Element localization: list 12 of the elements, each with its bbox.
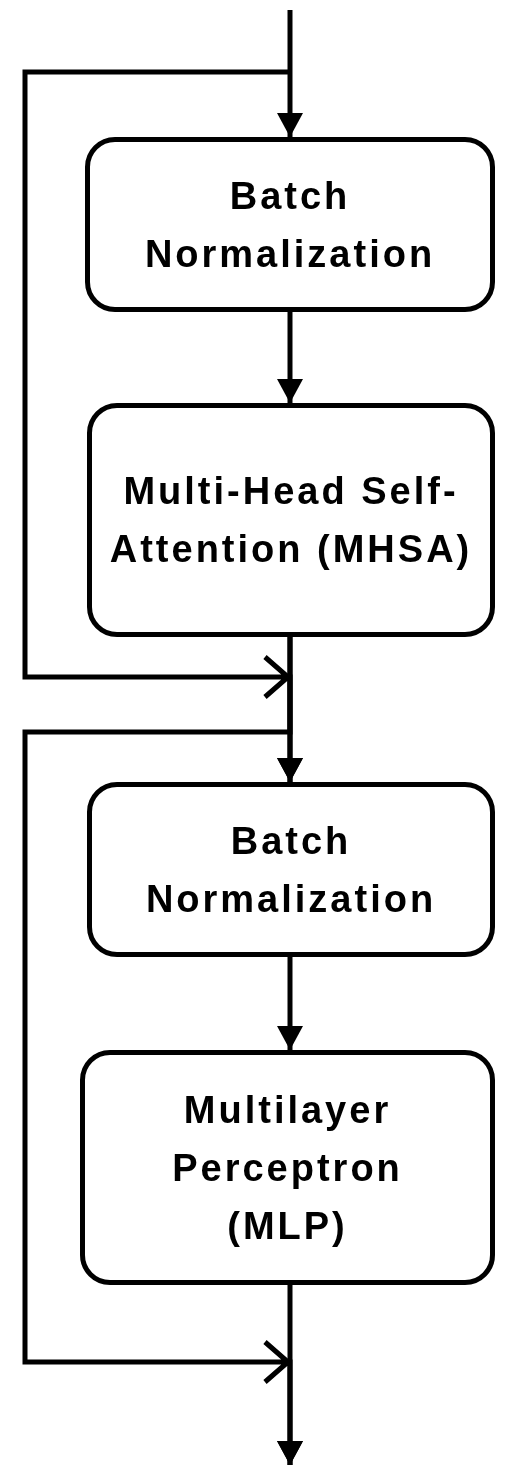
box-label: Batch Normalization <box>143 173 437 277</box>
process-box <box>87 782 495 957</box>
arrow <box>277 312 303 403</box>
arrow <box>277 957 303 1050</box>
box-label: Batch Normalization <box>144 818 438 922</box>
process-box <box>80 1050 495 1285</box>
arrow <box>277 1285 303 1465</box>
process-box <box>87 403 495 637</box>
process-box <box>85 137 495 312</box>
box-label: Multilayer Perceptron (MLP) <box>171 1087 404 1249</box>
box-label: Multi-Head Self-Attention (MHSA) <box>108 469 474 572</box>
arrow <box>277 10 303 137</box>
